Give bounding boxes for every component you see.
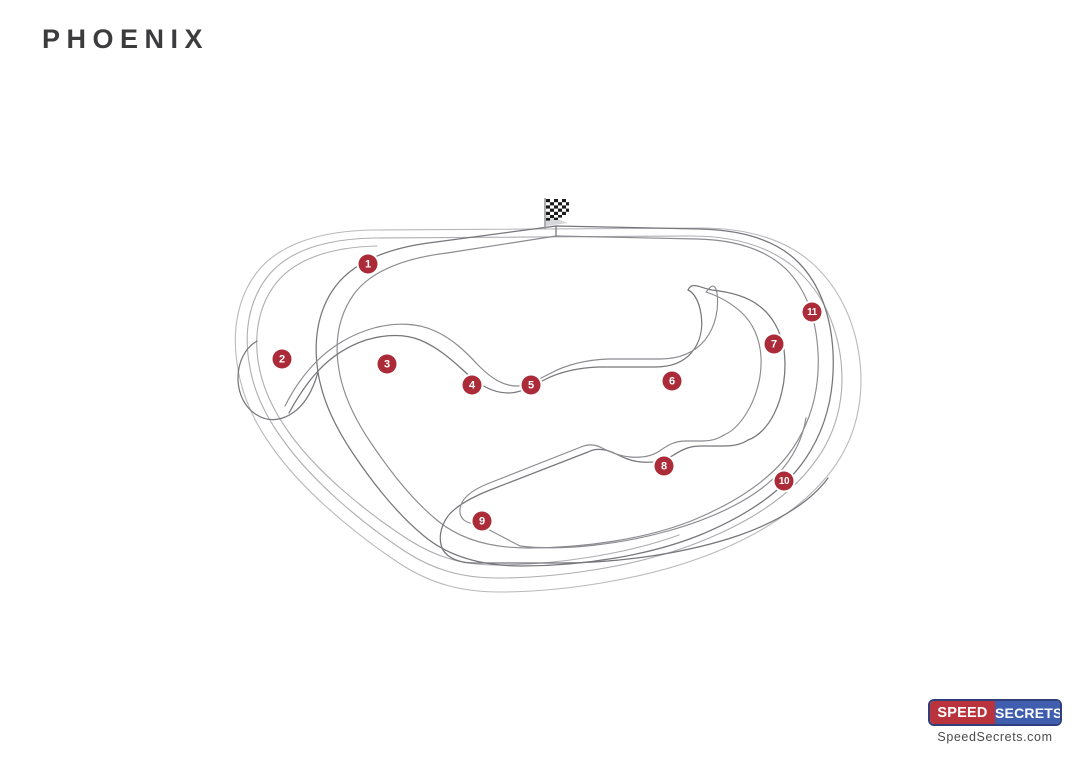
- corner-marker-dot: [462, 375, 482, 395]
- corner-marker-2[interactable]: 2: [270, 347, 294, 371]
- logo-secrets-text: SECRETS: [995, 701, 1060, 724]
- corner-marker-11[interactable]: 11: [800, 300, 824, 324]
- corner-marker-8[interactable]: 8: [652, 454, 676, 478]
- corner-marker-4[interactable]: 4: [460, 373, 484, 397]
- corner-marker-3[interactable]: 3: [375, 352, 399, 376]
- back-straight-lower-line: [459, 434, 725, 525]
- corner-marker-label: 6: [669, 376, 675, 388]
- corner-marker-1[interactable]: 1: [356, 252, 380, 276]
- corner-marker-dot: [654, 456, 674, 476]
- logo-speed-text: SPEED: [930, 701, 995, 724]
- corner-marker-dot: [521, 375, 541, 395]
- logo-url-text: SpeedSecrets.com: [937, 730, 1053, 744]
- infield-turn2-hairpin-line: [237, 340, 319, 421]
- corner-marker-label: 8: [661, 461, 667, 473]
- turn9-return-line: [477, 417, 807, 549]
- corner-marker-label: 10: [779, 476, 790, 487]
- turn9-apex-line: [442, 477, 829, 564]
- oval-outer-wall-line: [234, 227, 862, 593]
- corner-marker-label: 11: [807, 307, 818, 318]
- infield-esses-lower-line: [284, 285, 719, 407]
- corner-marker-label: 5: [528, 380, 534, 392]
- corner-marker-label: 3: [384, 359, 390, 371]
- oval-inner-wall-line: [246, 235, 843, 579]
- speed-secrets-logo[interactable]: SPEED SECRETS SpeedSecrets.com: [928, 699, 1062, 745]
- corner-marker-dot: [272, 349, 292, 369]
- corner-marker-dot: [662, 371, 682, 391]
- page-title: PHOENIX: [42, 24, 210, 54]
- checkered-flag-squares: [546, 199, 569, 221]
- corner-marker-dot: [377, 354, 397, 374]
- corner-marker-group: 1 2 3 4 5 6 7 8 9 10 11: [270, 252, 824, 533]
- turn7-loop-inner-line: [705, 291, 762, 436]
- corner-marker-6[interactable]: 6: [660, 369, 684, 393]
- infield-esses-upper-line: [288, 289, 703, 414]
- checkered-flag-icon: [544, 198, 569, 229]
- corner-marker-dot: [472, 511, 492, 531]
- road-course-outer-line: [315, 225, 834, 567]
- back-straight-upper-line: [439, 439, 749, 551]
- corner-marker-dot: [802, 302, 822, 322]
- oval-third-trailing-line: [256, 245, 680, 566]
- corner-marker-label: 1: [365, 259, 371, 271]
- corner-marker-label: 4: [469, 380, 476, 392]
- corner-marker-5[interactable]: 5: [519, 373, 543, 397]
- corner-marker-10[interactable]: 10: [772, 469, 796, 493]
- corner-marker-label: 7: [771, 339, 777, 351]
- corner-marker-dot: [358, 254, 378, 274]
- corner-marker-label: 9: [479, 516, 485, 528]
- logo-badge: SPEED SECRETS: [928, 699, 1062, 726]
- corner-marker-dot: [764, 334, 784, 354]
- turn7-loop-line: [687, 284, 786, 441]
- corner-marker-label: 2: [279, 354, 285, 366]
- corner-marker-9[interactable]: 9: [470, 509, 494, 533]
- corner-marker-7[interactable]: 7: [762, 332, 786, 356]
- corner-marker-dot: [774, 471, 794, 491]
- road-course-inner-line: [336, 235, 819, 549]
